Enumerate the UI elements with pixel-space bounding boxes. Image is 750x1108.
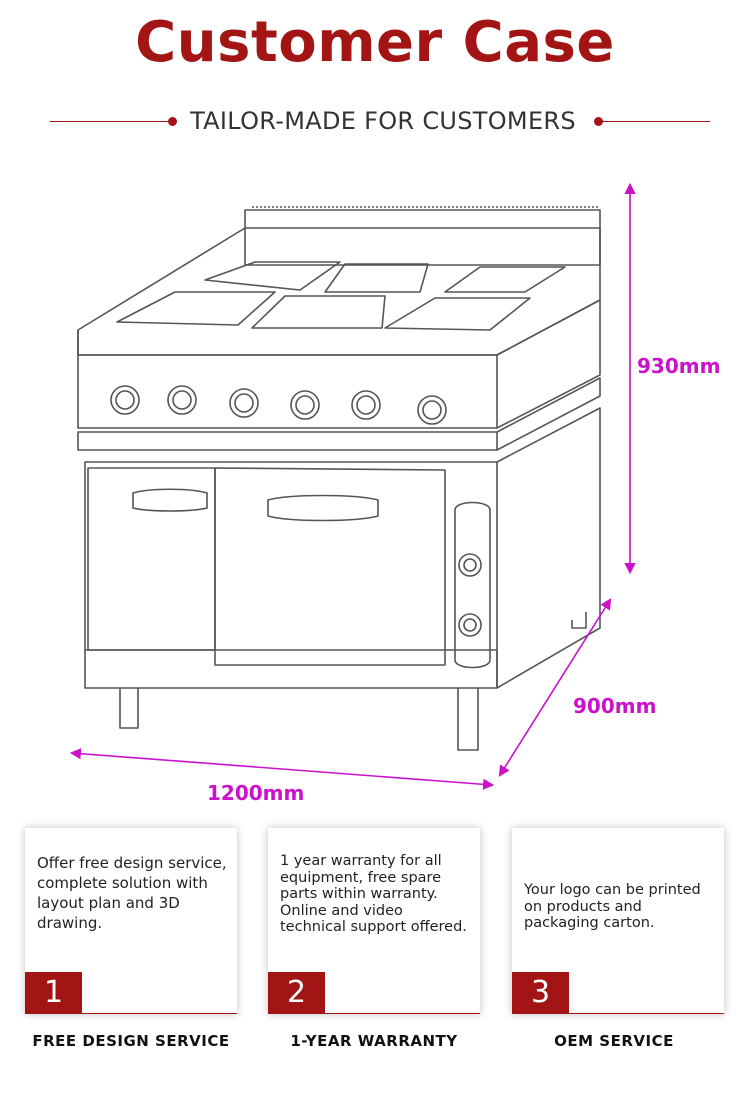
card-divider bbox=[82, 1013, 237, 1014]
card-divider bbox=[569, 1013, 724, 1014]
subtitle-left-line bbox=[50, 121, 168, 122]
height-label: 930mm bbox=[637, 354, 720, 378]
depth-label: 900mm bbox=[573, 694, 656, 718]
subtitle-right-line bbox=[598, 121, 710, 122]
range-illustration bbox=[77, 206, 601, 751]
subtitle-bar: TAILOR-MADE FOR CUSTOMERS bbox=[50, 104, 710, 140]
feature-description: 1 year warranty for all equipment, free … bbox=[280, 853, 467, 935]
feature-card-3: Your logo can be printed on products and… bbox=[512, 828, 724, 1014]
feature-card-1: Offer free design service, complete solu… bbox=[25, 828, 237, 1014]
feature-label-3: OEM SERVICE bbox=[554, 1032, 674, 1050]
feature-number-badge: 2 bbox=[268, 972, 325, 1014]
feature-number-badge: 3 bbox=[512, 972, 569, 1014]
feature-label-1: FREE DESIGN SERVICE bbox=[32, 1032, 230, 1050]
feature-description: Your logo can be printed on products and… bbox=[524, 882, 701, 931]
feature-card-2: 1 year warranty for all equipment, free … bbox=[268, 828, 480, 1014]
feature-description: Offer free design service, complete solu… bbox=[37, 854, 227, 932]
width-label: 1200mm bbox=[207, 781, 304, 805]
product-drawing: 930mm 900mm 1200mm bbox=[69, 182, 720, 805]
feature-label-2: 1-YEAR WARRANTY bbox=[290, 1032, 458, 1050]
page-title: Customer Case bbox=[135, 10, 615, 75]
card-divider bbox=[325, 1013, 480, 1014]
dimension-arrows bbox=[69, 182, 636, 790]
feature-number-badge: 1 bbox=[25, 972, 82, 1014]
subtitle-left-dot bbox=[168, 117, 177, 126]
subtitle: TAILOR-MADE FOR CUSTOMERS bbox=[190, 107, 576, 135]
